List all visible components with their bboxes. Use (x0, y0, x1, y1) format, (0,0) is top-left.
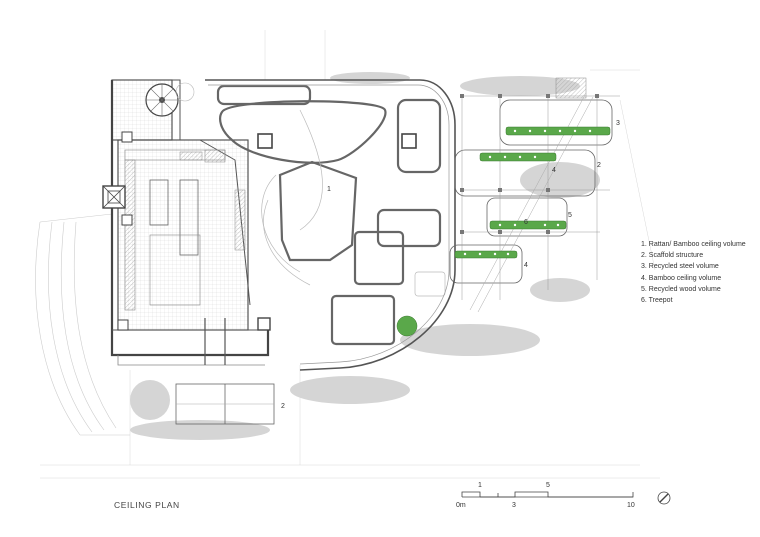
legend-item-5: 5. Recycled wood volume (641, 285, 721, 293)
scale-label-10: 10 (627, 502, 635, 509)
planter-dots (463, 129, 592, 256)
curved-edge (205, 79, 456, 371)
legend-item-4: 4. Bamboo ceiling volume (641, 274, 722, 282)
scale-label-0m: 0m (456, 502, 466, 509)
label-treepot: 6 (524, 219, 528, 226)
ceiling-volumes-light (261, 109, 446, 297)
scale-label-1: 1 (478, 482, 482, 489)
bottom-scaffold (175, 383, 275, 425)
legend-item-6: 6. Treepot (641, 297, 673, 305)
spiral-stair-icon (145, 82, 195, 117)
legend-item-1: 1. Rattan/ Bamboo ceiling volume (641, 241, 746, 248)
label-scaffold-bottom: 2 (281, 403, 285, 410)
legend: 1. Rattan/ Bamboo ceiling volume 2. Scaf… (641, 239, 756, 306)
scale-label-3: 3 (512, 502, 516, 509)
plan-labels: 1 3 2 4 5 6 4 2 (281, 120, 620, 410)
scaffold-structure (449, 77, 620, 313)
label-bamboo-lower: 4 (524, 262, 528, 269)
legend-item-3: 3. Recycled steel volume (641, 263, 719, 271)
scale-label-5: 5 (546, 482, 550, 489)
plant-icon (396, 126, 611, 337)
label-bamboo-upper: 4 (552, 167, 556, 174)
label-scaffold-right: 2 (597, 162, 601, 169)
vegetation-texture (130, 72, 600, 440)
building-block (110, 79, 270, 366)
drawing-title: CEILING PLAN (114, 500, 180, 510)
north-arrow-icon (657, 491, 671, 505)
label-rattan: 1 (327, 186, 331, 193)
label-wood: 5 (568, 212, 572, 219)
scale-bar (461, 491, 634, 498)
ceiling-volumes (216, 84, 442, 346)
label-steel: 3 (616, 120, 620, 127)
left-curved-canopy (35, 213, 130, 436)
scaffold-nodes (460, 94, 599, 234)
context-lines (40, 30, 660, 479)
legend-item-2: 2. Scaffold structure (641, 252, 704, 260)
column-icon (102, 131, 417, 331)
